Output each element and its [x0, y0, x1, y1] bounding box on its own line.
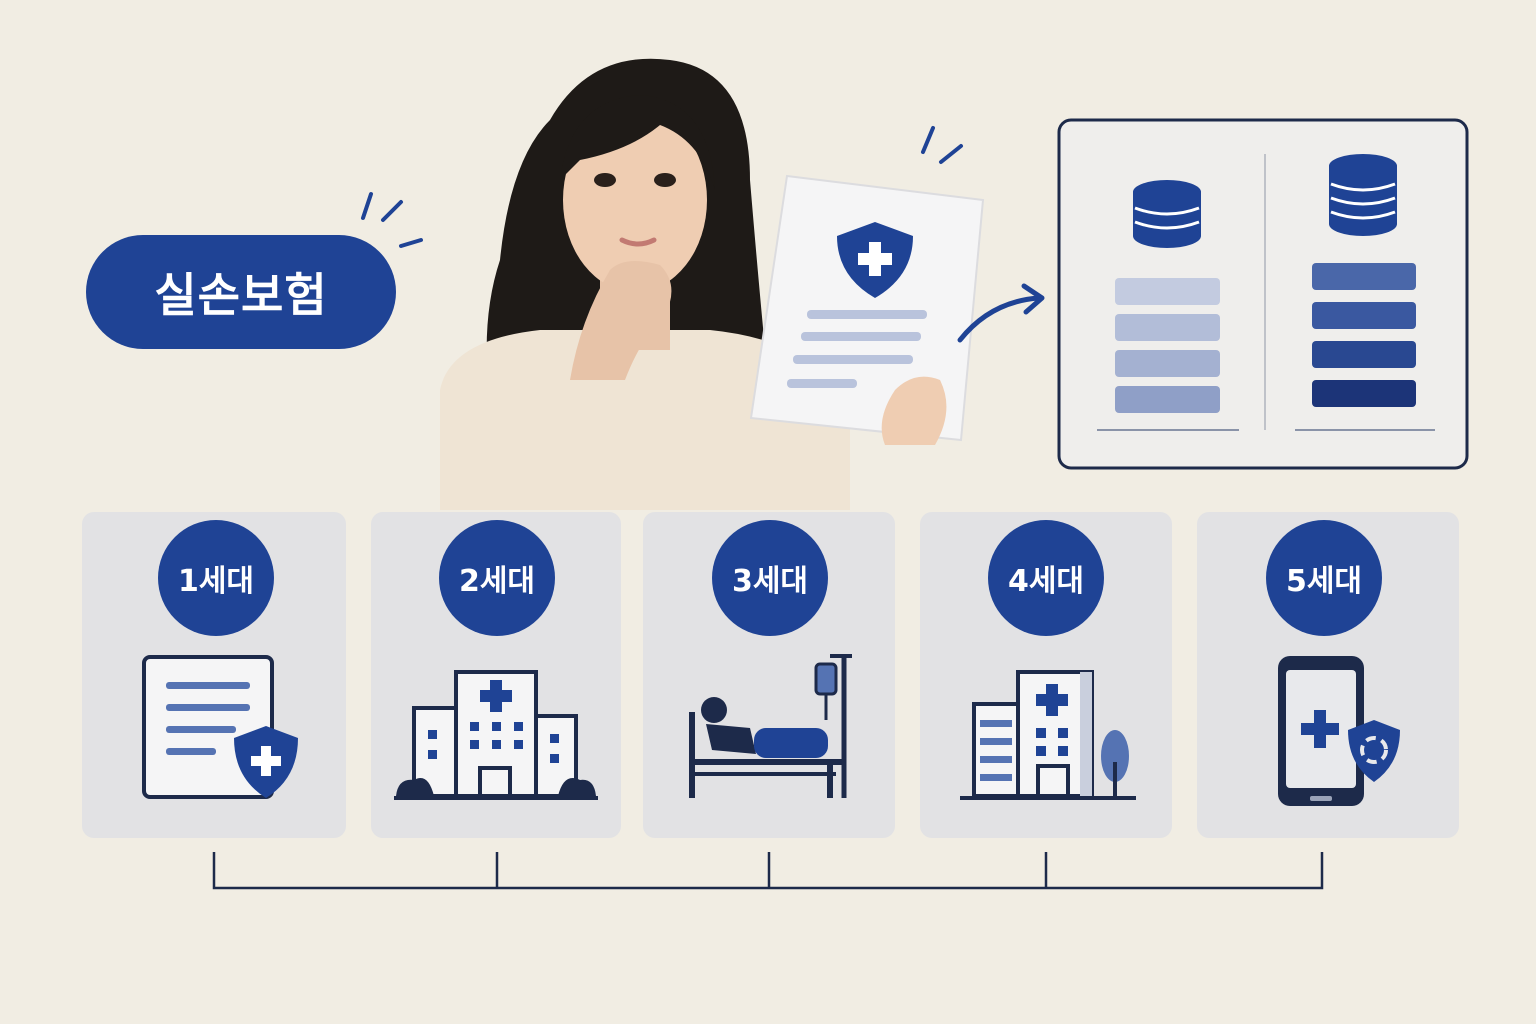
clinic-building-icon	[960, 670, 1136, 800]
generation-badge-3: 3세대	[712, 520, 828, 636]
emphasis-marks-document	[921, 126, 963, 164]
generation-badge-2: 2세대	[439, 520, 555, 636]
arrow-icon	[957, 283, 1045, 343]
woman-illustration	[440, 58, 850, 510]
coin-stack-large-icon	[1329, 154, 1397, 236]
document-shield-icon	[142, 655, 298, 799]
smartphone-health-icon	[1278, 656, 1400, 806]
hospital-bed-iv-icon	[689, 654, 852, 798]
generation-badge-4: 4세대	[988, 520, 1104, 636]
timeline-connector	[212, 852, 1324, 890]
insurance-document-icon	[749, 174, 985, 445]
generation-badge-5: 5세대	[1266, 520, 1382, 636]
hospital-icon	[394, 670, 598, 800]
emphasis-marks	[361, 192, 423, 248]
coin-stack-small-icon	[1133, 180, 1201, 248]
premium-comparison-panel	[1057, 118, 1469, 470]
title-badge: 실손보험	[86, 235, 396, 349]
generation-badge-1: 1세대	[158, 520, 274, 636]
